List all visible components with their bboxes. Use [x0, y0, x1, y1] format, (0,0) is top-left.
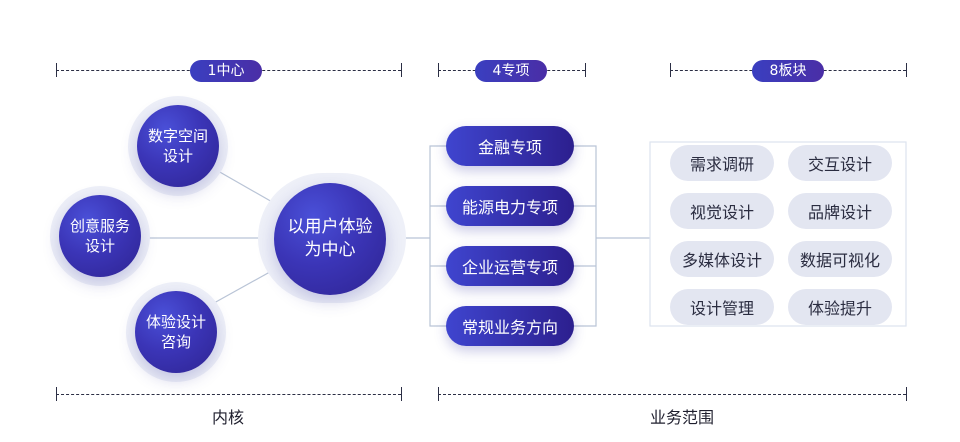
special-finance: 金融专项 [446, 126, 574, 166]
block-data-visualization: 数据可视化 [788, 241, 892, 277]
satellite-digital-space: 数字空间 设计 [137, 105, 219, 187]
satellite-label: 创意服务 设计 [69, 216, 130, 255]
block-label: 设计管理 [689, 299, 754, 318]
special-label: 能源电力专项 [461, 198, 558, 217]
satellite-label: 数字空间 设计 [147, 126, 208, 165]
block-label: 需求调研 [689, 155, 754, 174]
block-label: 视觉设计 [689, 203, 754, 222]
block-interaction-design: 交互设计 [788, 145, 892, 181]
footer-scope-label: 业务范围 [649, 408, 714, 427]
special-enterprise-ops: 企业运营专项 [446, 246, 574, 286]
special-energy: 能源电力专项 [446, 186, 574, 226]
special-regular-business: 常规业务方向 [446, 306, 574, 346]
block-label: 体验提升 [807, 299, 872, 318]
specials-tag: 4专项 [475, 60, 547, 82]
satellite-creative-service: 创意服务 设计 [59, 195, 141, 277]
special-label: 企业运营专项 [461, 258, 558, 277]
block-experience-improvement: 体验提升 [788, 289, 892, 325]
special-label: 金融专项 [477, 138, 542, 157]
satellite-label: 体验设计 咨询 [145, 312, 206, 351]
special-label: 常规业务方向 [461, 318, 558, 337]
block-design-management: 设计管理 [670, 289, 774, 325]
footer-core-label: 内核 [211, 408, 244, 427]
blocks-tag: 8板块 [752, 60, 824, 82]
core-center-label: 以用户体验 为中心 [287, 217, 373, 260]
satellite-experience-consulting: 体验设计 咨询 [135, 291, 217, 373]
block-visual-design: 视觉设计 [670, 193, 774, 229]
block-label: 数据可视化 [799, 251, 880, 270]
block-brand-design: 品牌设计 [788, 193, 892, 229]
specials-bracket-left [429, 145, 458, 327]
core-tag: 1中心 [190, 60, 262, 82]
specials-bracket-right [572, 145, 597, 327]
blocks-frame [649, 141, 907, 327]
block-multimedia-design: 多媒体设计 [670, 241, 774, 277]
block-label: 多媒体设计 [681, 251, 762, 270]
block-label: 品牌设计 [807, 203, 872, 222]
block-requirements-research: 需求调研 [670, 145, 774, 181]
core-center-circle: 以用户体验 为中心 [274, 183, 386, 295]
block-label: 交互设计 [807, 155, 872, 174]
